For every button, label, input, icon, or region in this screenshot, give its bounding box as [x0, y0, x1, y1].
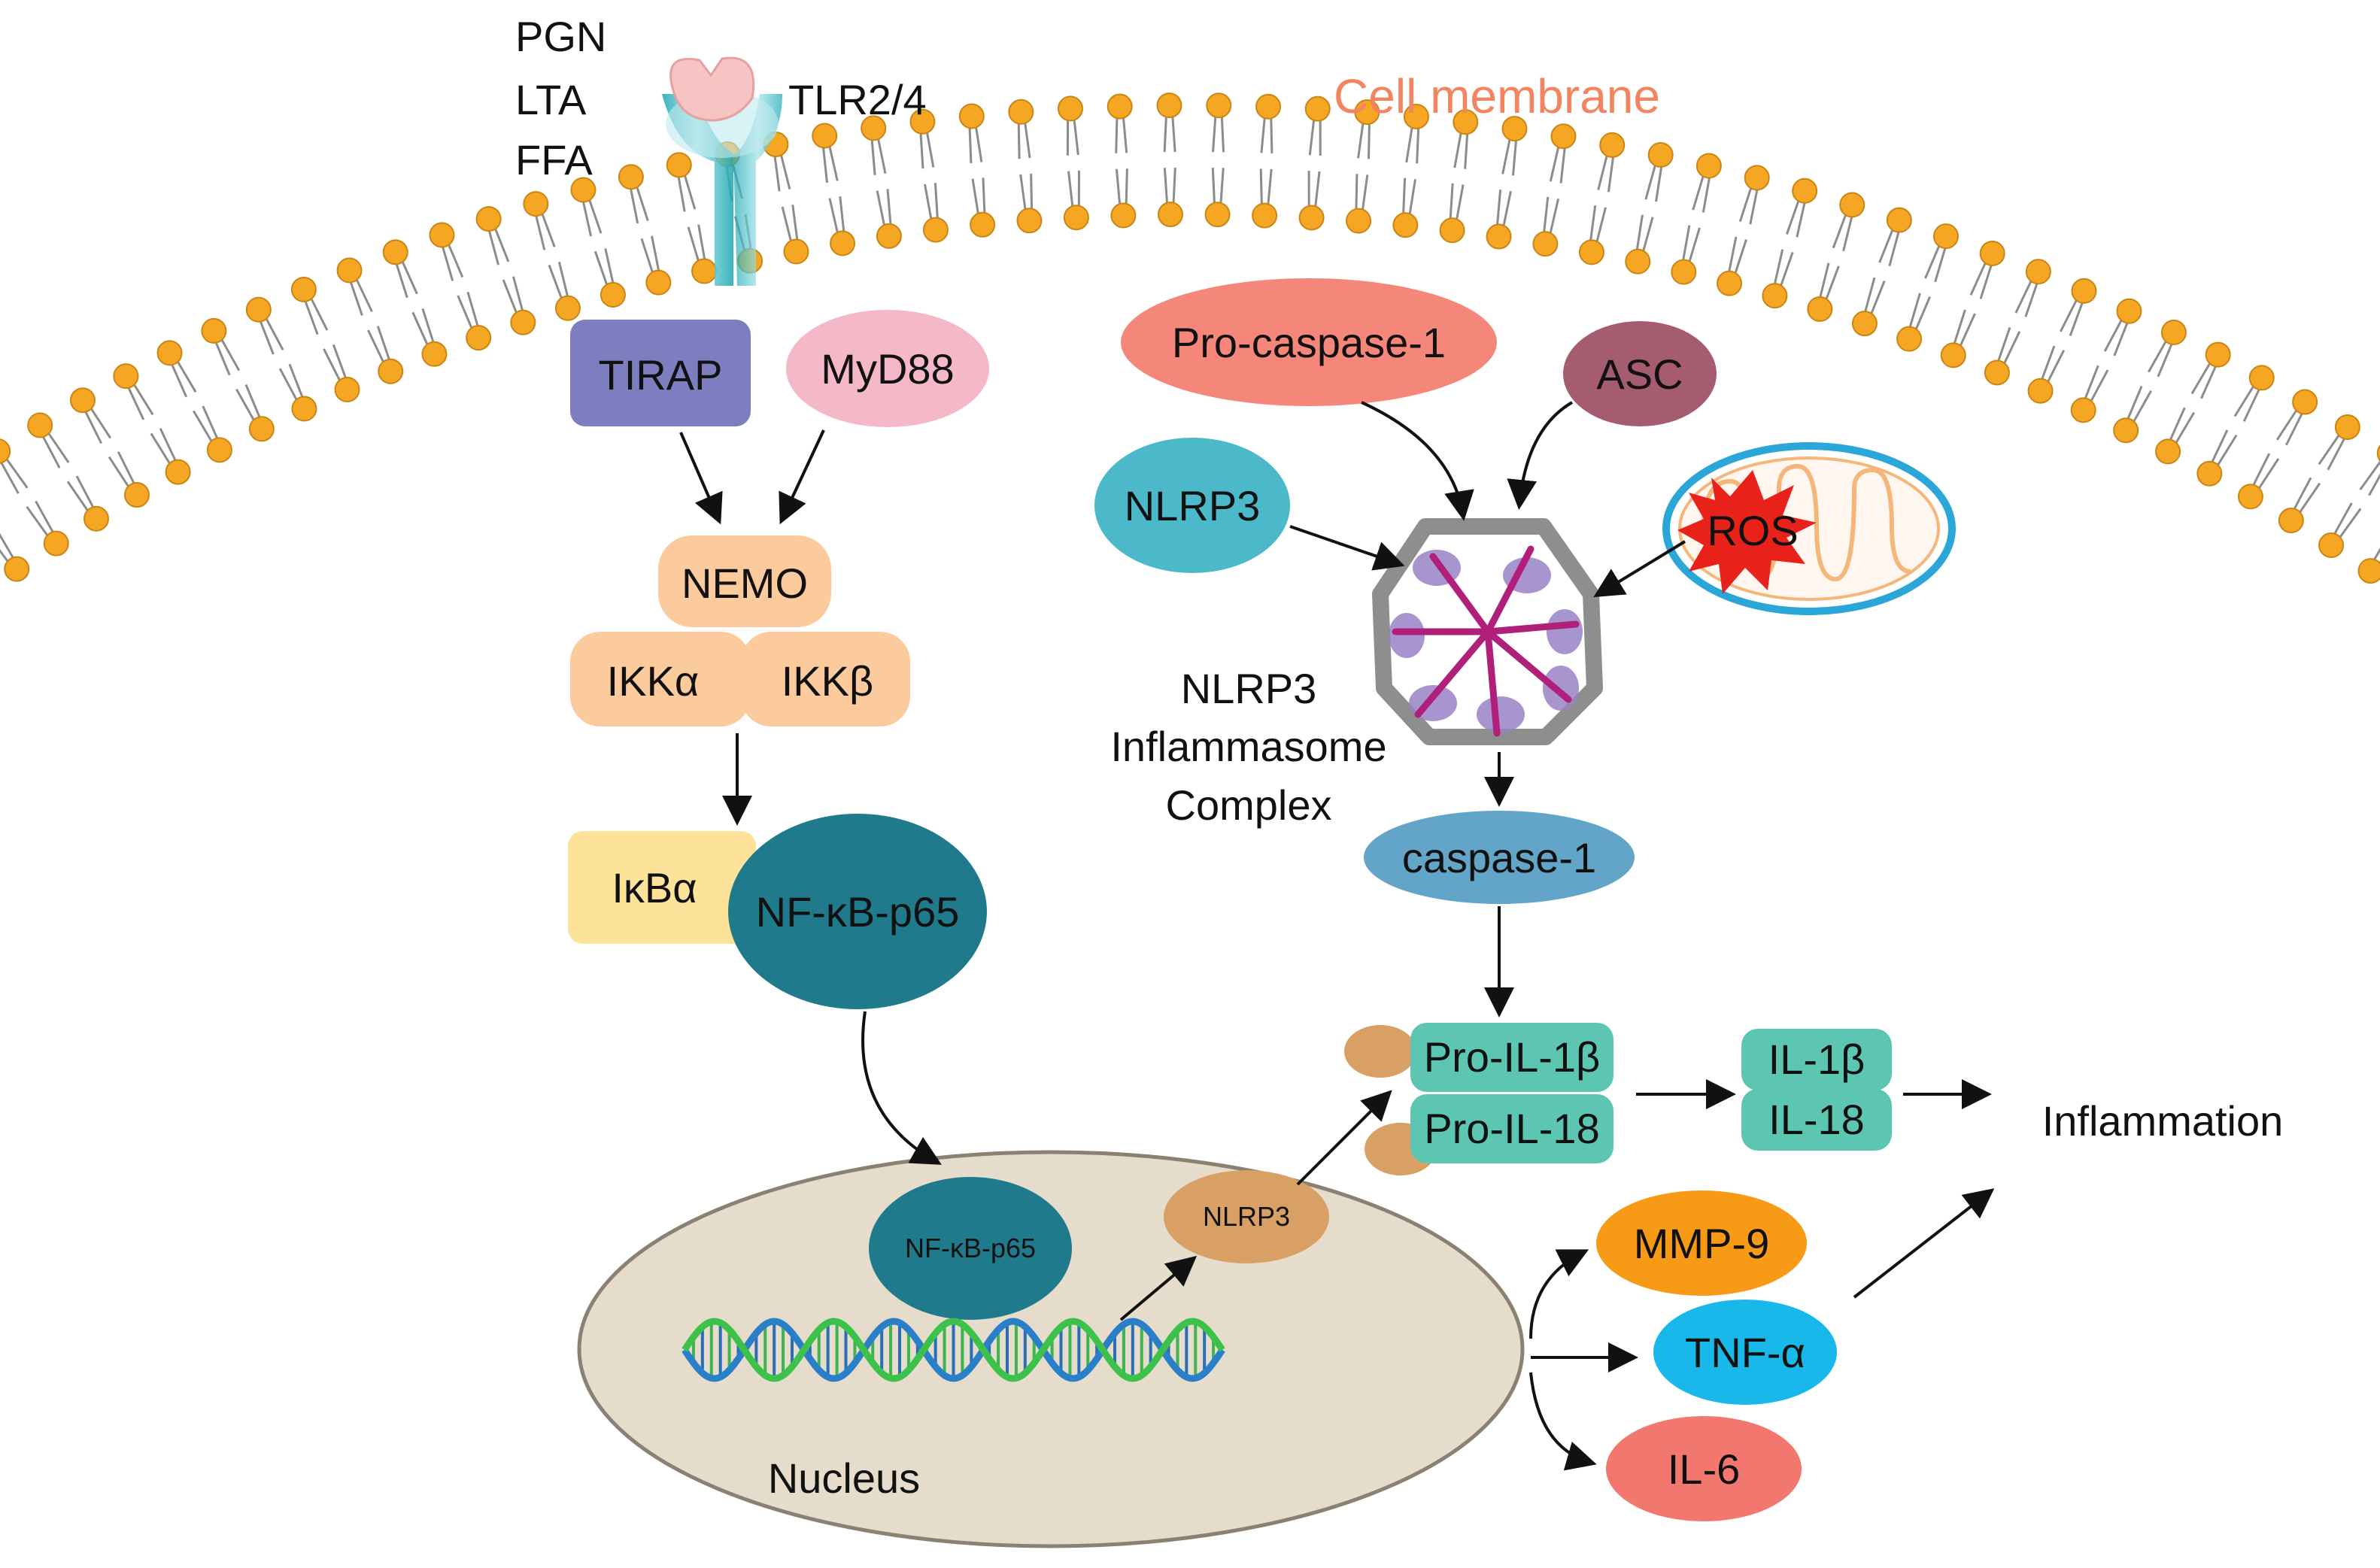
- nfkb-cytoplasm-node: NF-κB-p65: [728, 814, 987, 1009]
- pro-il-18-node: Pro-IL-18: [1410, 1094, 1613, 1163]
- pro-il-1b-node: Pro-IL-1β: [1410, 1023, 1613, 1092]
- il-6-node: IL-6: [1606, 1416, 1802, 1521]
- ros-burst-icon: [1677, 470, 1817, 594]
- arrow-nucleus-mmp9: [1529, 1249, 1589, 1339]
- svg-text:IL-18: IL-18: [1768, 1096, 1865, 1143]
- mitochondrion-ros-icon: ROS: [1662, 442, 1956, 615]
- nucleus-label: Nucleus: [768, 1454, 920, 1502]
- nemo-node: NEMO: [658, 535, 831, 627]
- svg-text:TIRAP: TIRAP: [599, 351, 723, 399]
- svg-text:NF-κB-p65: NF-κB-p65: [905, 1233, 1036, 1263]
- svg-text:Pro-IL-18: Pro-IL-18: [1424, 1105, 1599, 1152]
- svg-text:MyD88: MyD88: [821, 345, 954, 393]
- svg-text:TNF-α: TNF-α: [1685, 1329, 1805, 1376]
- svg-text:Pro-caspase-1: Pro-caspase-1: [1172, 319, 1446, 366]
- svg-text:NLRP3: NLRP3: [1203, 1201, 1290, 1232]
- nlrp3-node: NLRP3: [1094, 438, 1290, 573]
- arrow-ros-inflammasome: [1593, 540, 1686, 598]
- arrow-tirap-nemo: [679, 432, 723, 525]
- tlr-receptor-icon: [662, 56, 782, 286]
- nfkb-nucleus-node: NF-κB-p65: [869, 1177, 1072, 1320]
- mmp-9-node: MMP-9: [1596, 1190, 1807, 1296]
- arrow-nfkb-nucleus: [861, 1011, 942, 1165]
- inflammasome-label-line1: NLRP3: [1181, 665, 1317, 712]
- ligand-label-lta: LTA: [515, 76, 587, 123]
- asc-node: ASC: [1563, 321, 1717, 426]
- pro-caspase-1-node: Pro-caspase-1: [1121, 278, 1497, 406]
- inflammasome-complex-icon: [1372, 518, 1603, 745]
- svg-text:MMP-9: MMP-9: [1634, 1220, 1769, 1267]
- tnf-a-node: TNF-α: [1653, 1300, 1837, 1405]
- ikba-node: IκBα: [568, 831, 756, 944]
- inflammasome-label-line2: Inflammasome: [1110, 723, 1386, 770]
- svg-text:Pro-IL-1β: Pro-IL-1β: [1424, 1033, 1601, 1081]
- svg-text:NF-κB-p65: NF-κB-p65: [756, 888, 960, 936]
- arrow-pro-caspase-inflammasome: [1361, 401, 1474, 521]
- caspase-1-node: caspase-1: [1364, 811, 1635, 904]
- receptor-label: TLR2/4: [788, 76, 927, 123]
- ikkb-node: IKKβ: [741, 632, 910, 726]
- cell-membrane-bilayer: [0, 93, 2380, 584]
- arrow-cytokines-inflammation: [1853, 1188, 1995, 1299]
- arrow-myd88-nemo: [779, 429, 825, 525]
- cell-membrane-label: Cell membrane: [1334, 69, 1660, 123]
- il-18-node: IL-18: [1741, 1089, 1892, 1151]
- svg-text:NLRP3: NLRP3: [1125, 482, 1261, 529]
- dna-helix-icon: [682, 1318, 1225, 1382]
- arrow-nlrp3-pro-cytokines: [1296, 1090, 1392, 1186]
- arrow-nlrp3-inflammasome: [1289, 525, 1405, 571]
- arrow-dna-nlrp3: [1119, 1255, 1198, 1321]
- ikka-node: IKKα: [570, 632, 751, 726]
- il-1b-node: IL-1β: [1741, 1029, 1892, 1090]
- ligand-label-pgn: PGN: [515, 13, 606, 60]
- inflammation-label: Inflammation: [2042, 1097, 2284, 1145]
- svg-text:IKKα: IKKα: [607, 657, 700, 705]
- inflammasome-label-line3: Complex: [1166, 781, 1332, 829]
- nlrp3-nucleus-node: NLRP3: [1164, 1170, 1329, 1263]
- ros-label: ROS: [1707, 507, 1798, 554]
- pathway-arrows: [679, 401, 1995, 1471]
- svg-text:caspase-1: caspase-1: [1402, 834, 1596, 881]
- svg-text:IL-1β: IL-1β: [1768, 1036, 1865, 1083]
- svg-text:IKKβ: IKKβ: [782, 657, 873, 705]
- svg-text:ASC: ASC: [1596, 350, 1683, 398]
- svg-text:IκBα: IκBα: [612, 864, 697, 911]
- myd88-node: MyD88: [786, 310, 989, 427]
- arrow-asc-inflammasome: [1507, 401, 1574, 510]
- tirap-node: TIRAP: [570, 320, 751, 426]
- svg-text:IL-6: IL-6: [1668, 1445, 1741, 1493]
- ligand-label-ffa: FFA: [515, 136, 593, 183]
- svg-text:NEMO: NEMO: [682, 560, 808, 607]
- arrow-nucleus-il6: [1529, 1372, 1597, 1471]
